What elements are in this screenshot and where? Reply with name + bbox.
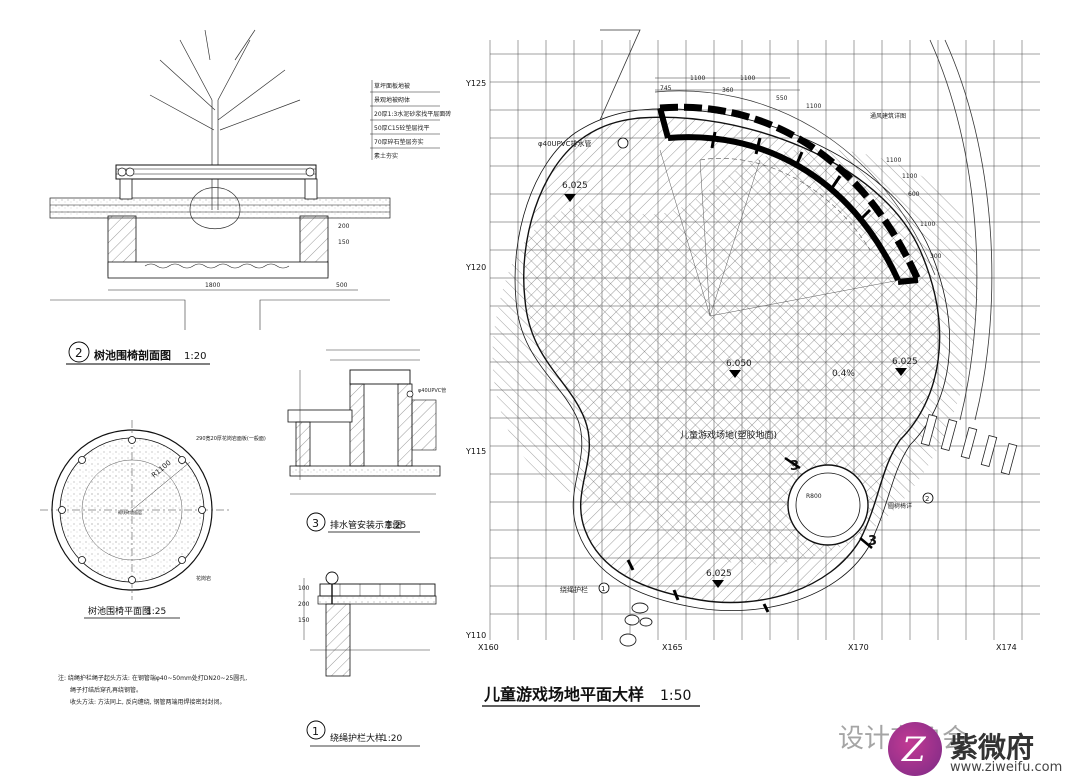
- dim-right-2: 1100: [902, 173, 917, 180]
- grid-x-170: X170: [848, 643, 869, 652]
- plan-note-1: 290宽20厚花岗岩面板(一般面): [196, 435, 266, 442]
- callout-1: 1: [601, 585, 605, 593]
- grid-y-120: Y120: [465, 263, 486, 272]
- site-boundary: [599, 29, 993, 421]
- tree-note: 圆树椅详: [888, 502, 912, 510]
- dim-right-4: 1100: [920, 221, 935, 228]
- ziweifu-logo-icon: Z: [888, 722, 942, 776]
- note-line-2: 绳子打结后穿孔再绕钢管。: [70, 686, 142, 694]
- construction-notes: 注: 绕绳护栏绳子起头方法: 在钢管端φ40~50mm处打DN20~25圆孔, …: [58, 674, 247, 706]
- elevation-markers: [564, 194, 907, 588]
- radius-label: R800: [806, 493, 822, 500]
- playground-plan: 6.025 6.050 6.025 6.025 0.4% R800 3 3 2 …: [465, 29, 1040, 707]
- section-mark-2: 3: [868, 534, 877, 549]
- detail-2-section: 1800 500 200 150 草坪面板地被 景观地被砌体 20厚1:3水泥砂…: [49, 29, 451, 365]
- layer-note-1: 草坪面板地被: [374, 82, 410, 90]
- dim-top-1: 1100: [690, 75, 705, 82]
- dim-top-2: 1100: [740, 75, 755, 82]
- plan-title: 儿童游戏场地平面大样: [483, 685, 644, 704]
- grid-x-165: X165: [662, 643, 683, 652]
- site-name: 紫微府: [950, 731, 1035, 764]
- layer-note-4: 50厚C15砼垫层找平: [374, 124, 429, 132]
- fence-dim-2: 200: [298, 601, 310, 608]
- grid-x-174: X174: [996, 643, 1017, 652]
- stepping-pavers-right: [920, 413, 1018, 476]
- grid-x-160: X160: [478, 643, 499, 652]
- logo-letter: Z: [902, 730, 926, 770]
- detail1-scale: 1:20: [382, 734, 402, 744]
- detail2-number: 2: [75, 346, 83, 360]
- detail2-dim-1: 1800: [205, 282, 220, 289]
- round-tree-seat: [787, 464, 869, 546]
- section-mark-1: 3: [790, 459, 799, 474]
- detail3-scale: 1:25: [386, 521, 406, 531]
- detail2-dim-4: 150: [338, 239, 350, 246]
- plan-title: 树池围椅平面图: [88, 605, 151, 617]
- area-label: 儿童游戏场地(塑胶地面): [680, 429, 777, 441]
- rope-note: 绕绳护栏: [560, 585, 588, 594]
- dim-right-5: 300: [930, 253, 942, 260]
- elevation-label-1: 6.025: [562, 181, 588, 191]
- layer-note-5: 70厚碎石垫层夯实: [374, 138, 424, 146]
- dim-right-1: 1100: [886, 157, 901, 164]
- detail2-title: 树池围椅剖面图: [94, 348, 171, 362]
- detail1-title: 绕绳护栏大样: [330, 732, 384, 744]
- fence-dim-3: 150: [298, 617, 310, 624]
- fence-dim-1: 100: [298, 585, 310, 592]
- detail2-scale: 1:20: [184, 351, 206, 362]
- layer-note-6: 素土夯实: [374, 152, 398, 160]
- dim-top-3: 745: [660, 85, 672, 92]
- detail3-title: 排水管安装示意图: [330, 519, 402, 531]
- plan-scale: 1:50: [660, 688, 691, 704]
- grid-y-115: Y115: [465, 447, 486, 456]
- plan-center-note: 砌块砖墙面层: [118, 509, 142, 515]
- note-line-3: 收头方法: 方法同上, 反向缠绕, 钢管两端用焊接密封封闭。: [70, 698, 226, 706]
- pipe-label: φ40UPVC管: [418, 387, 446, 394]
- detail-tree-plan: R1100 290宽20厚花岗岩面板(一般面) 花岗岩 砌块砖墙面层 树池围椅平…: [40, 420, 266, 619]
- detail2-dim-2: 500: [336, 282, 348, 289]
- dim-right-3: 600: [908, 191, 920, 198]
- vent-note: 通风建筑详图: [870, 112, 906, 120]
- layer-note-3: 20厚1:3水泥砂浆找平层面砖: [374, 110, 451, 118]
- grid-y-110: Y110: [465, 631, 486, 640]
- note-line-1: 注: 绕绳护栏绳子起头方法: 在钢管端φ40~50mm处打DN20~25圆孔,: [58, 674, 247, 682]
- layer-note-2: 景观地被砌体: [374, 96, 410, 104]
- elevation-label-2: 6.050: [726, 359, 752, 369]
- detail-3-drain: φ40UPVC管 3 排水管安装示意图 1:25: [287, 349, 446, 533]
- callout-2: 2: [925, 495, 929, 503]
- rope-fence-marks: [626, 559, 770, 613]
- dim-top-5: 550: [776, 95, 788, 102]
- site-watermark: Z 紫微府 www.ziweifu.com: [880, 722, 1080, 778]
- plan-note-2: 花岗岩: [196, 575, 211, 582]
- elevation-label-3: 6.025: [892, 357, 918, 367]
- detail-1-rope-fence: 100 200 150 1 绕绳护栏大样 1:20: [298, 571, 437, 747]
- elevation-label-4: 6.025: [706, 569, 732, 579]
- dim-top-4: 360: [722, 87, 734, 94]
- arc-seating-wall: [654, 90, 936, 317]
- pipe-note: φ40UPVC排水管: [538, 139, 592, 148]
- grid-y-125: Y125: [465, 79, 486, 88]
- detail2-dim-3: 200: [338, 223, 350, 230]
- ground-layers: [49, 197, 391, 219]
- site-url: www.ziweifu.com: [950, 760, 1063, 775]
- detail3-number: 3: [312, 517, 319, 530]
- detail1-number: 1: [312, 725, 319, 738]
- dim-top-6: 1100: [806, 103, 821, 110]
- stepping-stones: [619, 602, 653, 647]
- rubber-play-area: [492, 108, 978, 611]
- slope-label: 0.4%: [832, 369, 855, 379]
- plan-scale: 1:25: [146, 607, 166, 617]
